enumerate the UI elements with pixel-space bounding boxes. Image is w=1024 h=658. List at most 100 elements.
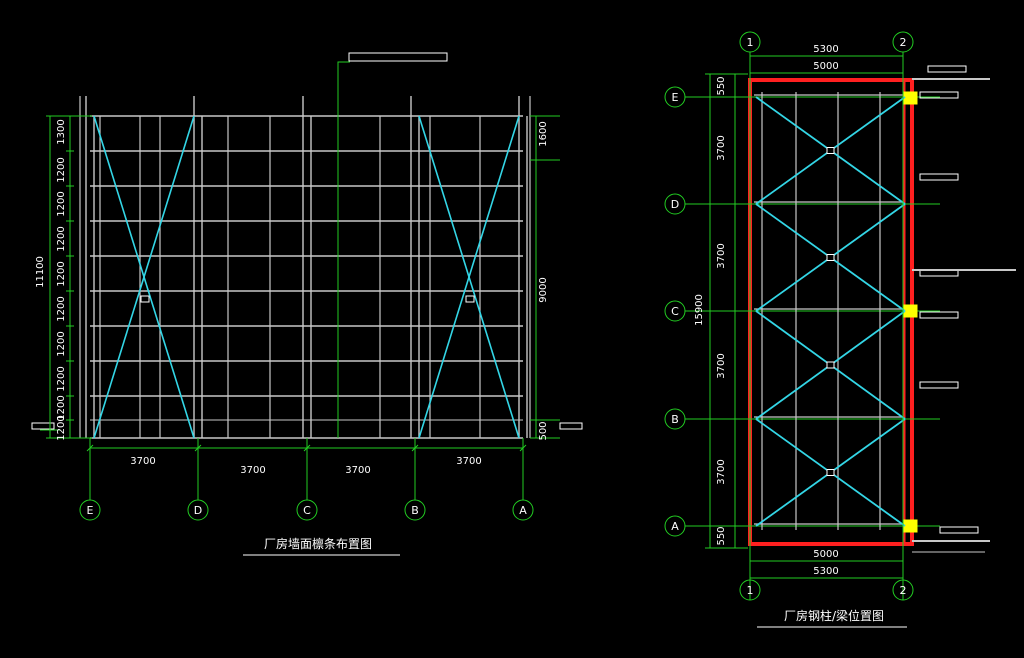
axis-bubble-d: D [664,193,686,215]
column-marker [903,519,918,533]
axis-label: 2 [900,584,907,597]
axis-bubble-b: B [664,408,686,430]
bottom-span-dims: 3700 3700 3700 3700 [130,456,481,476]
callout-tag [348,52,448,62]
seg-dim: 3700 [716,135,727,160]
brace-node [826,361,835,369]
callout-leader [337,61,350,438]
column-beam-plan: 5300 5000 5000 5300 15900 550 3700 3700 … [664,31,1016,628]
left-seg-dim: 1200 [56,296,67,321]
callout-tag [919,91,959,99]
right-seg-dim: 1600 [538,121,549,146]
dim-tick [86,444,94,452]
span-dim: 3700 [240,465,265,476]
column-axis-bubbles: 1 2 1 2 [739,31,914,601]
dim-tick [303,444,311,452]
top-inner-dim: 5000 [813,61,838,72]
left-seg-dim: 1300 [56,119,67,144]
axis-bubble-1-top: 1 [739,31,761,53]
dim-tick [194,444,202,452]
axis-bubble-e: E [664,86,686,108]
right-segment-dims: 1600 9000 500 [538,121,549,440]
seg-dim: 550 [716,526,727,545]
axis-label: 1 [747,584,754,597]
right-drawing-title: 厂房钢柱/梁位置图 [784,608,884,623]
axis-bubble-e: E [79,499,101,521]
left-seg-dim: 1200 [56,331,67,356]
axis-bubble-1-bottom: 1 [739,579,761,601]
left-total-dim: 11100 [35,256,46,288]
axis-label: C [303,504,311,517]
column-marker [903,304,918,318]
axis-bubble-2-bottom: 2 [892,579,914,601]
right-seg-dim: 500 [538,421,549,440]
callout-tag [919,173,959,181]
axis-label: A [519,504,527,517]
left-seg-dim: 1200 [56,415,67,440]
callout-tag [919,311,959,319]
left-seg-dim: 1200 [56,261,67,286]
left-seg-dim: 1200 [56,157,67,182]
bottom-outer-dim: 5300 [813,566,838,577]
span-dim: 3700 [345,465,370,476]
seg-dim: 550 [716,76,727,95]
left-drawing-title: 厂房墙面檩条布置图 [264,536,372,551]
right-seg-dim: 9000 [538,277,549,302]
left-segment-dims: 1300 1200 1200 1200 1200 1200 1200 1200 … [56,119,67,440]
callout-tag [939,526,979,534]
brace [93,115,195,439]
top-outer-dim: 5300 [813,44,838,55]
axis-label: D [671,198,679,211]
callout-tag [927,65,967,73]
dimension-lines [705,52,904,600]
purlin-grid [79,96,531,439]
left-seg-dim: 1200 [56,191,67,216]
axis-bubbles: E D C B A [79,499,534,521]
bottom-inner-dim: 5000 [813,549,838,560]
cross-bracing [755,96,906,527]
dimension-lines [40,115,560,500]
seg-dim: 3700 [716,459,727,484]
brace-node [465,295,475,303]
brace-node [826,254,835,261]
seg-dim: 3700 [716,243,727,268]
left-seg-dim: 1200 [56,395,67,420]
axis-bubble-d: D [187,499,209,521]
brace-node [140,295,150,303]
span-dim: 3700 [456,456,481,467]
callout-tag [919,381,959,389]
axis-label: 1 [747,36,754,49]
axis-label: A [671,520,679,533]
column-marker [903,91,918,105]
right-left-total-dim: 15900 [694,294,705,326]
left-seg-dim: 1200 [56,366,67,391]
axis-bubble-2-top: 2 [892,31,914,53]
axis-bubble-a: A [512,499,534,521]
right-left-segment-dims: 550 3700 3700 3700 3700 550 [716,76,727,545]
span-dim: 3700 [130,456,155,467]
dim-tick [519,444,527,452]
wall-purlin-elevation: 11100 1300 1200 1200 1200 1200 1200 1200… [31,52,583,556]
brace [418,115,520,439]
axis-bubble-c: C [664,300,686,322]
axis-label: 2 [900,36,907,49]
axis-label: D [194,504,202,517]
callout-tag-left [31,422,55,430]
brace-node [826,147,835,154]
callout-tag-right [559,422,583,430]
left-seg-dim: 1200 [56,226,67,251]
axis-bubble-b: B [404,499,426,521]
cross-bracing [93,115,520,439]
brace-node [826,469,835,476]
dim-tick [411,444,419,452]
axis-label: C [671,305,679,318]
axis-label: B [411,504,419,517]
seg-dim: 3700 [716,353,727,378]
row-axis-bubbles: E D C B A [664,86,686,537]
axis-label: B [671,413,679,426]
axis-label: E [672,91,679,104]
axis-label: E [87,504,94,517]
axis-bubble-a: A [664,515,686,537]
